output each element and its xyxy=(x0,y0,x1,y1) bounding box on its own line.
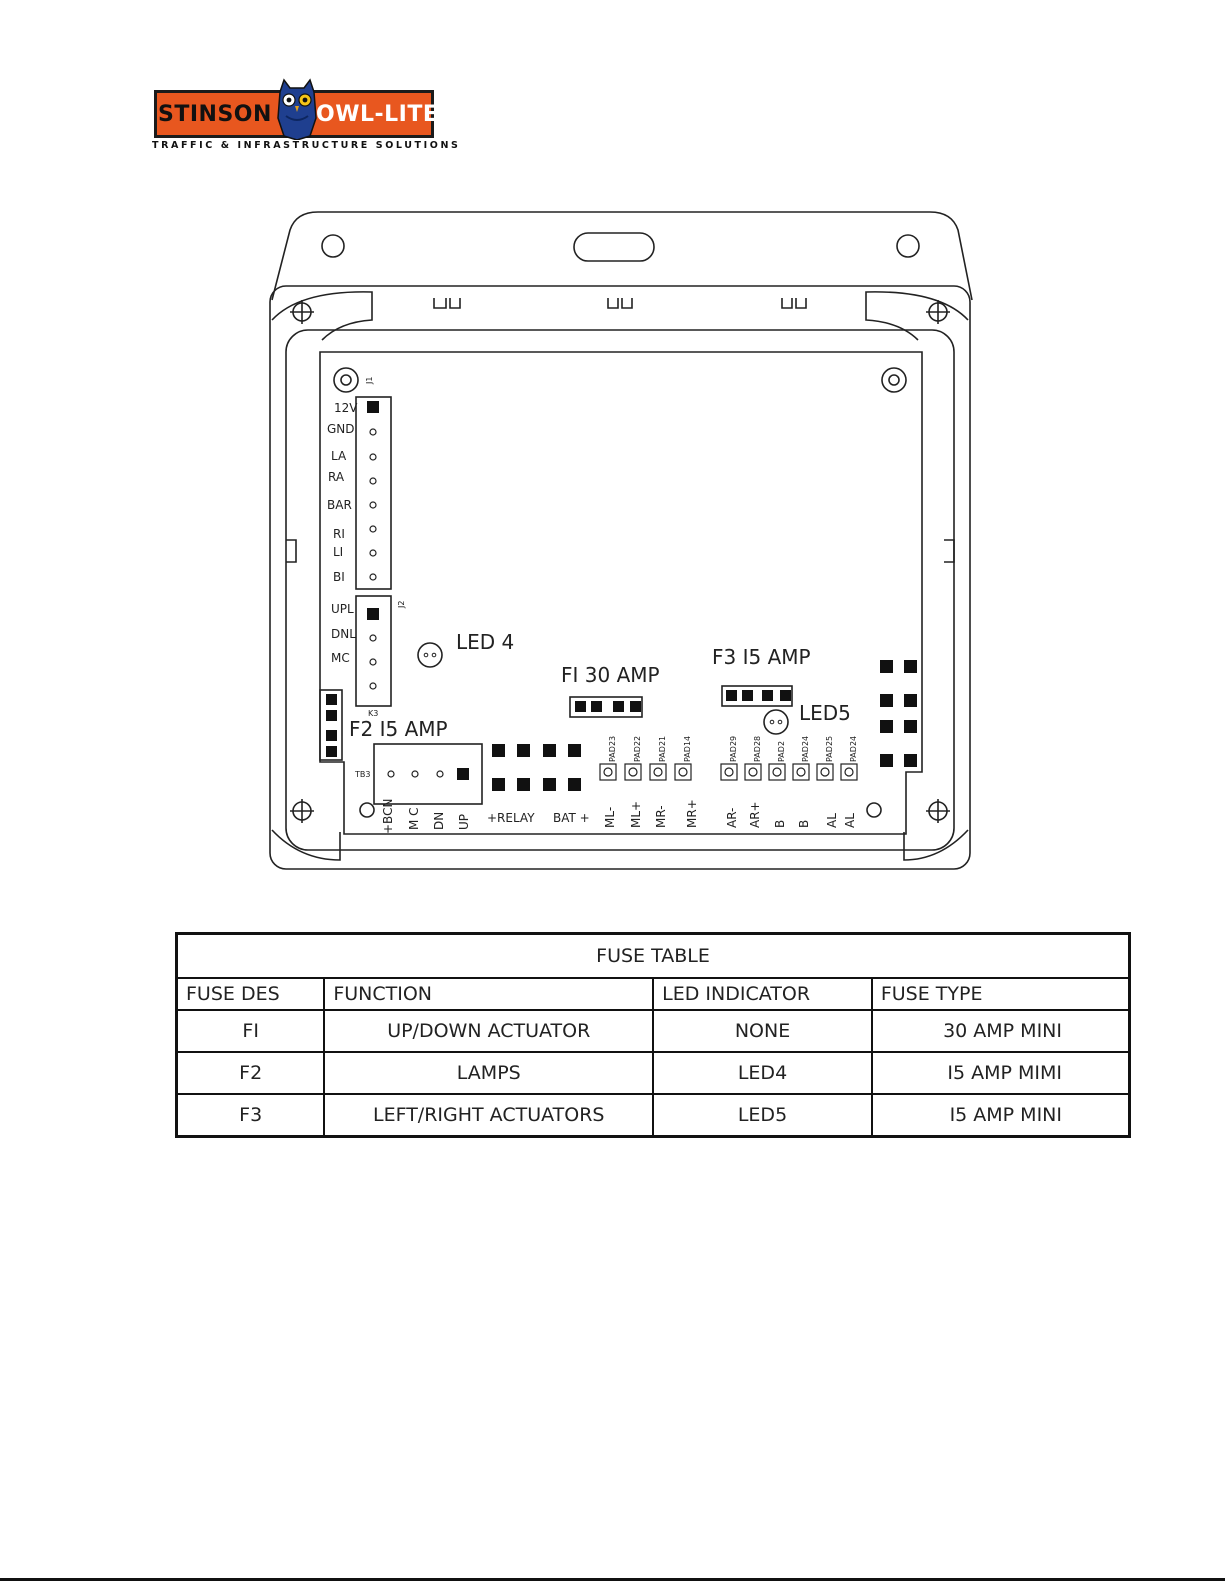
terminal-block-tb3 xyxy=(373,743,483,805)
connector-j2-housing xyxy=(355,595,392,707)
fuse-table-header-cell: FUSE DES xyxy=(175,977,326,1011)
function-cell: UP/DOWN ACTUATOR xyxy=(323,1009,655,1053)
fuse-type-cell: I5 AMP MIMI xyxy=(870,1051,1131,1095)
terminal-label: ML- xyxy=(603,807,617,828)
terminal-label: +RELAY xyxy=(487,811,535,825)
j2-designator: J2 xyxy=(397,601,406,609)
flange-slot xyxy=(573,232,655,262)
pad-label: PAD22 xyxy=(633,736,642,762)
pad-label: PAD21 xyxy=(658,736,667,762)
logo-brand-right: OWL-LITE xyxy=(316,102,439,127)
terminal-label: AR+ xyxy=(748,801,762,828)
pcb-hole-tl xyxy=(333,367,359,393)
j1-pins xyxy=(367,401,379,690)
fuse-f2-holder xyxy=(319,689,343,761)
pad-label: PAD25 xyxy=(825,736,834,762)
fuse-f1-holder xyxy=(569,696,643,718)
terminal-label: MR- xyxy=(654,805,668,828)
j1-pin-label: LA xyxy=(331,449,347,463)
table-row: F2 LAMPS LED4 I5 AMP MIMI xyxy=(175,1051,1131,1095)
fuse-designator-cell: F3 xyxy=(175,1093,326,1138)
fuse-table-header-row: FUSE DES FUNCTION LED INDICATOR FUSE TYP… xyxy=(175,977,1131,1011)
j2-pin-label: MC xyxy=(331,651,350,665)
led4-outline xyxy=(417,642,443,668)
pad-label: PAD24 xyxy=(849,736,858,762)
fuse-type-cell: I5 AMP MINI xyxy=(870,1093,1131,1138)
page-bottom-rule xyxy=(0,1578,1225,1581)
enclosure-inner xyxy=(285,329,955,851)
tb3-designator: TB3 xyxy=(354,770,370,779)
pcb-hole-br xyxy=(866,802,882,818)
owl-icon xyxy=(277,78,317,140)
function-cell: LEFT/RIGHT ACTUATORS xyxy=(323,1093,655,1138)
terminal-label: M C xyxy=(407,807,421,830)
terminal-label: B xyxy=(773,820,787,828)
table-row: F3 LEFT/RIGHT ACTUATORS LED5 I5 AMP MINI xyxy=(175,1093,1131,1138)
j1-designator: J1 xyxy=(365,377,374,385)
fuse-designator-cell: FI xyxy=(175,1009,326,1053)
flange-hole-left xyxy=(321,234,345,258)
logo-tagline: TRAFFIC & INFRASTRUCTURE SOLUTIONS xyxy=(152,140,461,151)
pcb-hole-tr xyxy=(881,367,907,393)
pad-label: PAD2 xyxy=(777,741,786,762)
corner-boss-bl xyxy=(271,829,341,861)
pcb-hole-bl xyxy=(359,802,375,818)
pad-label: PAD28 xyxy=(753,736,762,762)
flange-hole-right xyxy=(896,234,920,258)
terminal-label: AL xyxy=(825,813,839,828)
fuse-f3-label: F3 I5 AMP xyxy=(712,645,811,669)
terminal-label: AR- xyxy=(725,808,739,828)
corner-boss-tl xyxy=(271,291,373,341)
terminal-label: BAT + xyxy=(553,811,590,825)
fuse-table-header-cell: FUSE TYPE xyxy=(870,977,1131,1011)
k3-designator: K3 xyxy=(368,709,378,718)
pad-label: PAD14 xyxy=(683,736,692,762)
j1-pin-label: 12V xyxy=(334,401,358,415)
fuse-designator-cell: F2 xyxy=(175,1051,326,1095)
led5-outline xyxy=(763,709,789,735)
led-indicator-cell: LED4 xyxy=(652,1051,873,1095)
j1-pin-label: GND xyxy=(327,422,355,436)
terminal-label: ML+ xyxy=(629,801,643,828)
fuse-table-header-cell: FUNCTION xyxy=(323,977,655,1011)
led4-label: LED 4 xyxy=(456,630,514,654)
enclosure-outer xyxy=(269,285,971,870)
terminal-label: B xyxy=(797,820,811,828)
terminal-label: AL xyxy=(843,813,857,828)
j2-pin-label: UPL xyxy=(331,602,354,616)
mounting-flange xyxy=(271,211,973,301)
led-indicator-cell: NONE xyxy=(652,1009,873,1053)
j1-pin-label: LI xyxy=(333,545,343,559)
j1-pin-label: RA xyxy=(328,470,345,484)
fuse-f3-holder xyxy=(721,685,793,707)
logo-brand-left: STINSON xyxy=(158,102,272,127)
fuse-type-cell: 30 AMP MINI xyxy=(870,1009,1131,1053)
led5-label: LED5 xyxy=(799,701,851,725)
pcb-outline xyxy=(319,351,923,835)
terminal-label: MR+ xyxy=(685,799,699,828)
terminal-label: +BCN xyxy=(381,799,395,834)
pad-label: PAD23 xyxy=(608,736,617,762)
fuse-table-header-cell: LED INDICATOR xyxy=(652,977,873,1011)
fuse-table: FUSE TABLE FUSE DES FUNCTION LED INDICAT… xyxy=(175,932,1131,1138)
j2-pin-label: DNL xyxy=(331,627,356,641)
fuse-f2-label: F2 I5 AMP xyxy=(349,717,448,741)
corner-boss-tr xyxy=(865,291,969,341)
corner-boss-br xyxy=(903,829,969,861)
led-indicator-cell: LED5 xyxy=(652,1093,873,1138)
pcb-enclosure-diagram: 12V GND LA RA BAR RI LI BI UPL DNL MC J1… xyxy=(269,211,973,870)
j1-pin-label: BAR xyxy=(327,498,352,512)
pad-label: PAD29 xyxy=(729,736,738,762)
pad-label: PAD24 xyxy=(801,736,810,762)
j1-pin-label: RI xyxy=(333,527,345,541)
table-row: FI UP/DOWN ACTUATOR NONE 30 AMP MINI xyxy=(175,1009,1131,1053)
company-logo: STINSON OWL-LITE TRAFFIC & INFRASTRUCTUR… xyxy=(150,78,458,156)
j1-pin-label: BI xyxy=(333,570,345,584)
fuse-f1-label: FI 30 AMP xyxy=(561,663,660,687)
function-cell: LAMPS xyxy=(323,1051,655,1095)
terminal-label: DN xyxy=(432,812,446,830)
connector-j1-housing xyxy=(355,396,392,590)
fuse-table-title: FUSE TABLE xyxy=(175,932,1131,979)
terminal-label: UP xyxy=(457,814,471,830)
